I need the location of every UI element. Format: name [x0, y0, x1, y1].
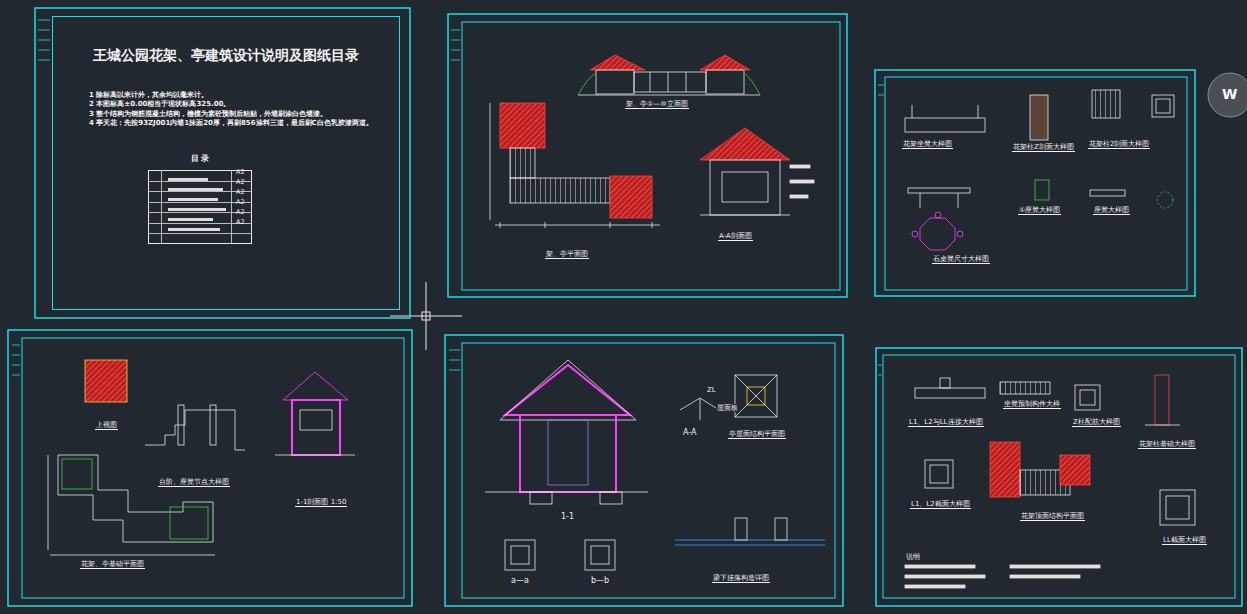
- callout-label: b—b: [590, 576, 610, 585]
- drawing-title: A-A剖面图: [718, 232, 753, 241]
- drawing-title: 花架柱Z剖面大样图: [1012, 143, 1075, 152]
- drawing-title: 梁下挂落构造详图: [712, 574, 770, 583]
- sheet-heading: 王城公园花架、亭建筑设计说明及图纸目录: [67, 47, 385, 65]
- callout-label: A2: [235, 189, 246, 196]
- callout-label: 1-1: [560, 512, 575, 521]
- callout-label: 屋面板: [716, 404, 739, 412]
- callout-label: A2: [235, 179, 246, 186]
- design-note: 4 亭天花：先按93ZJ001内墙1抹面20厚，再刷856涂料三道，最后刷C白色…: [89, 119, 385, 128]
- drawing-title: 石桌凳尺寸大样图: [932, 255, 990, 264]
- callout-label: a—a: [510, 576, 530, 585]
- callout-label: A2: [235, 219, 246, 226]
- index-table-rule: [161, 171, 162, 243]
- drawing-title: 台阶、座凳节点大样图: [158, 478, 230, 487]
- drawing-title: Z柱配筋大样图: [1072, 418, 1121, 427]
- drawing-title: 座凳大样图: [1093, 206, 1130, 215]
- design-note: 3 整个结构为钢筋混凝土结构，檐檩为素砼预制后粘贴，外墙刷涂白色墙漆。: [89, 110, 385, 119]
- callout-label: A2: [235, 199, 246, 206]
- drawing-title: 花架柱基础大样图: [1138, 440, 1196, 449]
- callout-label: ZL: [706, 386, 717, 394]
- drawing-title: 花架柱2剖面大样图: [1088, 140, 1150, 149]
- drawing-title: 坐凳预制构件大样: [1003, 400, 1061, 409]
- sheet-heading: 目 录: [148, 152, 252, 166]
- drawing-sheet: 王城公园花架、亭建筑设计说明及图纸目录 1 除标高以米计外，其余均以毫米计。2 本…: [52, 16, 400, 310]
- index-table-rule: [231, 171, 232, 243]
- drawing-title: 花架、亭基础平面图: [80, 560, 145, 569]
- drawing-title: 架、亭平面图: [545, 250, 589, 259]
- design-note: 2 本图标高±0.00相当于现状标高325.00。: [89, 100, 385, 109]
- drawing-title: 花架顶面结构平面图: [1020, 512, 1085, 521]
- callout-label: A2: [235, 169, 246, 176]
- design-note: 1 除标高以米计外，其余均以毫米计。: [89, 91, 385, 100]
- drawing-title: 1-1剖面图 1:50: [295, 498, 347, 507]
- drawing-title: LL截面大样图: [1162, 536, 1207, 545]
- drawing-title: 上视图: [95, 421, 118, 430]
- callout-label: A2: [235, 209, 246, 216]
- drawing-title: ①座凳大样图: [1018, 206, 1061, 215]
- drawing-title: 架、亭①—⑩立面图: [625, 100, 689, 109]
- drawing-title: 亭屋面结构平面图: [728, 430, 786, 439]
- callout-label: 说明: [905, 553, 921, 561]
- drawing-title: L1、L2与LL连接大样图: [908, 418, 984, 427]
- drawing-title: L1、L2截面大样图: [910, 500, 971, 509]
- callout-label: A-A: [682, 428, 697, 437]
- app-badge: W: [1221, 86, 1238, 102]
- drawing-title: 花架坐凳大样图: [902, 140, 953, 149]
